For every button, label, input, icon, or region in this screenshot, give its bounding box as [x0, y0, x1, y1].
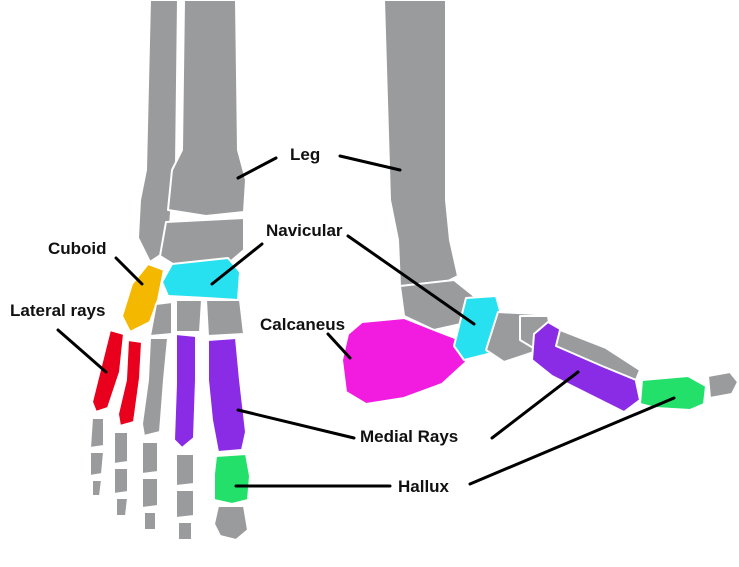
label-lateral-rays: Lateral rays [10, 302, 105, 319]
second-metatarsal [174, 334, 196, 448]
lateral-rays-leader [58, 330, 106, 372]
label-leg: Leg [290, 146, 320, 163]
third-metatarsal [142, 338, 168, 436]
cuboid-leader [116, 258, 142, 284]
cuneiform-medial [206, 300, 244, 336]
cuneiform-intermediate [176, 300, 202, 332]
lateral-leg [384, 0, 458, 290]
medial-rays-leader-left [238, 410, 354, 438]
label-cuboid: Cuboid [48, 240, 107, 257]
tibia [168, 0, 246, 216]
fifth-metatarsal [92, 330, 124, 412]
lateral-hallux-distal [708, 372, 738, 398]
talus [160, 218, 244, 266]
lateral-view [342, 0, 738, 412]
calcaneus-bone [342, 318, 466, 404]
label-medial-rays: Medial Rays [360, 428, 458, 445]
first-metatarsal [208, 338, 246, 452]
label-hallux: Hallux [398, 478, 449, 495]
lateral-hallux [640, 376, 706, 410]
medial-rays-leader-right [492, 372, 578, 438]
hallux-leader-right [470, 398, 674, 484]
dorsal-view [90, 0, 250, 540]
label-navicular: Navicular [266, 222, 343, 239]
hallux-proximal-phalanx [214, 454, 250, 504]
navicular-bone [162, 258, 240, 300]
hallux-distal-phalanx [214, 506, 248, 540]
label-calcaneus: Calcaneus [260, 316, 345, 333]
